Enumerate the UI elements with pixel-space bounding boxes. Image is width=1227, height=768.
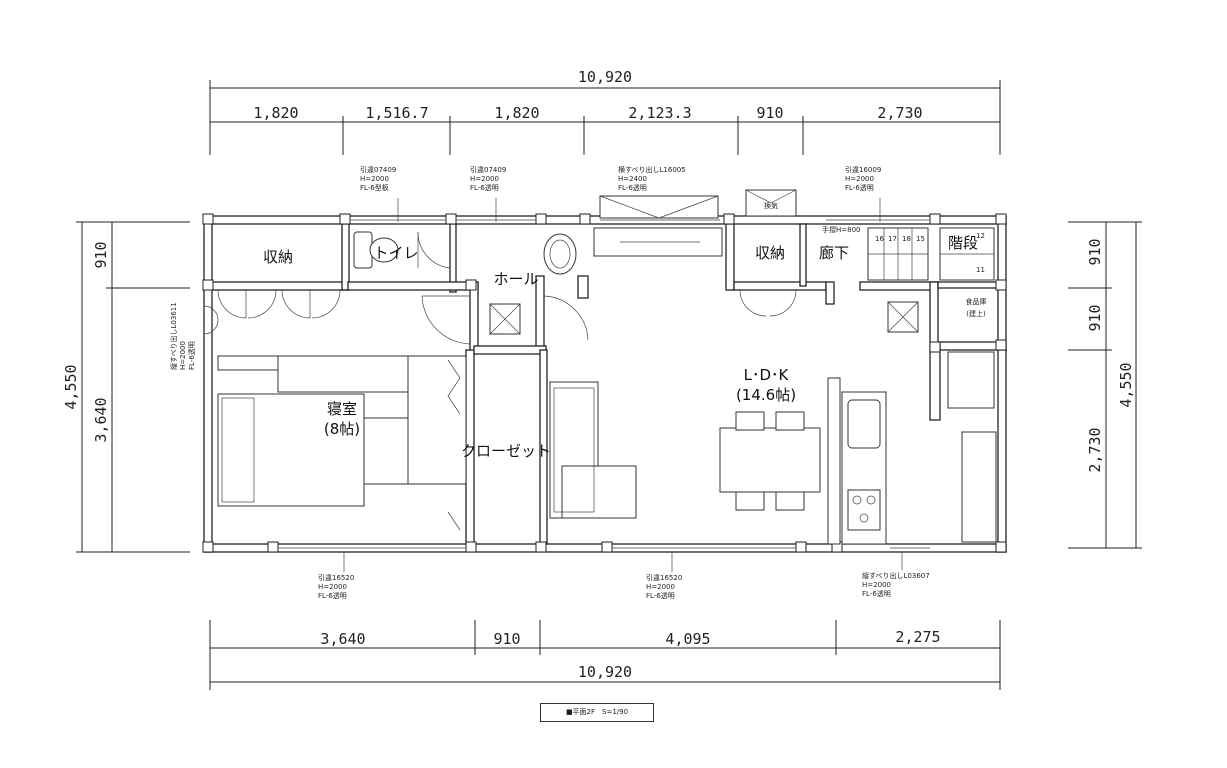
window-note-toilet: 引違07409 H=2000 FL-6型板 <box>360 165 399 222</box>
stair-number-15: 15 <box>916 235 925 243</box>
top-dimension-5: 910 <box>756 104 783 122</box>
storage-left-label: 収納 <box>263 248 293 266</box>
windows <box>203 189 930 549</box>
bedroom-label: 寝室 <box>327 400 357 418</box>
top-dimension-1: 1,820 <box>253 104 298 122</box>
ldk-furniture <box>549 227 997 545</box>
stair-number-16: 16 <box>875 235 884 243</box>
drawing-caption: ■平面2F S=1/90 <box>540 703 654 722</box>
svg-text:FL-6透明: FL-6透明 <box>188 341 196 370</box>
svg-text:引違16520: 引違16520 <box>646 573 682 582</box>
interior-walls <box>211 223 1001 545</box>
top-dimension-6: 2,730 <box>877 104 922 122</box>
svg-text:FL-6透明: FL-6透明 <box>646 592 675 600</box>
toilet-fixture <box>353 231 451 269</box>
bottom-dimension-3: 4,095 <box>665 630 710 648</box>
bedroom-furniture <box>217 355 467 531</box>
corridor-label: 廊下 <box>819 244 849 262</box>
structural-columns <box>202 213 1007 553</box>
top-dimension-2: 1,516.7 <box>365 104 428 122</box>
bottom-dimension-4: 2,275 <box>895 628 940 646</box>
top-dimension-3: 1,820 <box>494 104 539 122</box>
svg-text:引違07409: 引違07409 <box>470 165 506 174</box>
right-dimension-2: 910 <box>1086 304 1104 331</box>
bottom-dimension-lines <box>209 620 1001 690</box>
window-note-left-side: 縦すべり出しL03611 H=2000 FL-6透明 <box>169 302 196 370</box>
hall-label: ホール <box>493 270 538 288</box>
svg-text:H=2400: H=2400 <box>618 175 647 183</box>
top-total-dimension: 10,920 <box>578 68 632 86</box>
svg-text:H=2000: H=2000 <box>360 175 389 183</box>
stairs-label: 階段 <box>948 234 978 252</box>
stair-number-11: 11 <box>976 266 985 274</box>
right-dimension-lines <box>1068 221 1142 549</box>
ldk-size-label: (14.6帖) <box>736 386 796 404</box>
window-note-bottom-left: 引違16520 H=2000 FL-6透明 <box>318 552 354 600</box>
toilet-label: トイレ <box>373 244 418 262</box>
svg-text:引違16009: 引違16009 <box>845 165 881 174</box>
pantry-label: 食品庫 <box>966 297 987 306</box>
window-note-bottom-right: 縦すべり出しL03607 H=2000 FL-6透明 <box>862 552 930 598</box>
svg-text:FL-6透明: FL-6透明 <box>618 184 647 192</box>
storage-left-doors <box>217 289 341 319</box>
window-note-hall: 引違07409 H=2000 FL-6透明 <box>470 165 506 222</box>
bottom-dimension-2: 910 <box>493 630 520 648</box>
ventilation-label: 換気 <box>764 201 778 210</box>
svg-text:H=2000: H=2000 <box>646 583 675 591</box>
window-note-top-right: 引違16009 H=2000 FL-6透明 <box>845 165 881 222</box>
svg-text:FL-6透明: FL-6透明 <box>845 184 874 192</box>
svg-text:縦すべり出しL03607: 縦すべり出しL03607 <box>862 571 930 580</box>
svg-text:H=2000: H=2000 <box>845 175 874 183</box>
stair-number-18: 18 <box>902 235 911 243</box>
svg-text:H=2000: H=2000 <box>318 583 347 591</box>
left-dimension-lines <box>76 221 190 553</box>
left-dimension-1: 910 <box>92 241 110 268</box>
right-total-dimension: 4,550 <box>1117 362 1135 407</box>
pantry-sub-label: (建上) <box>966 309 986 318</box>
svg-text:FL-6透明: FL-6透明 <box>318 592 347 600</box>
hall-fixtures <box>421 233 589 345</box>
ldk-label: L･D･K <box>744 366 790 384</box>
right-dimension-1: 910 <box>1086 238 1104 265</box>
svg-text:引違16520: 引違16520 <box>318 573 354 582</box>
handrail-note: 手摺H=800 <box>822 225 861 234</box>
left-dimension-2: 3,640 <box>92 397 110 442</box>
svg-text:引違07409: 引違07409 <box>360 165 396 174</box>
right-dimension-3: 2,730 <box>1086 427 1104 472</box>
bottom-dimension-1: 3,640 <box>320 630 365 648</box>
bottom-total-dimension: 10,920 <box>578 663 632 681</box>
top-dimension-lines <box>209 80 1001 155</box>
stairs-and-pantry <box>739 227 995 333</box>
window-note-top-center: 横すべり出しL16005 H=2400 FL-6透明 <box>618 165 686 192</box>
svg-text:H=2000: H=2000 <box>470 175 499 183</box>
top-dimension-4: 2,123.3 <box>628 104 691 122</box>
left-total-dimension: 4,550 <box>62 364 80 409</box>
svg-text:H=2000: H=2000 <box>862 581 891 589</box>
window-note-bottom-center: 引違16520 H=2000 FL-6透明 <box>646 552 682 600</box>
svg-text:H=2000: H=2000 <box>179 341 187 370</box>
svg-text:FL-6透明: FL-6透明 <box>862 590 891 598</box>
svg-text:FL-6型板: FL-6型板 <box>360 183 389 192</box>
stair-number-12: 12 <box>976 232 985 240</box>
bedroom-size-label: (8帖) <box>324 420 360 438</box>
storage-right-label: 収納 <box>755 244 785 262</box>
stair-number-17: 17 <box>888 235 897 243</box>
svg-text:横すべり出しL16005: 横すべり出しL16005 <box>618 165 686 174</box>
svg-text:縦すべり出しL03611: 縦すべり出しL03611 <box>169 302 178 370</box>
svg-text:FL-6透明: FL-6透明 <box>470 184 499 192</box>
closet-label: クローゼット <box>461 442 551 460</box>
